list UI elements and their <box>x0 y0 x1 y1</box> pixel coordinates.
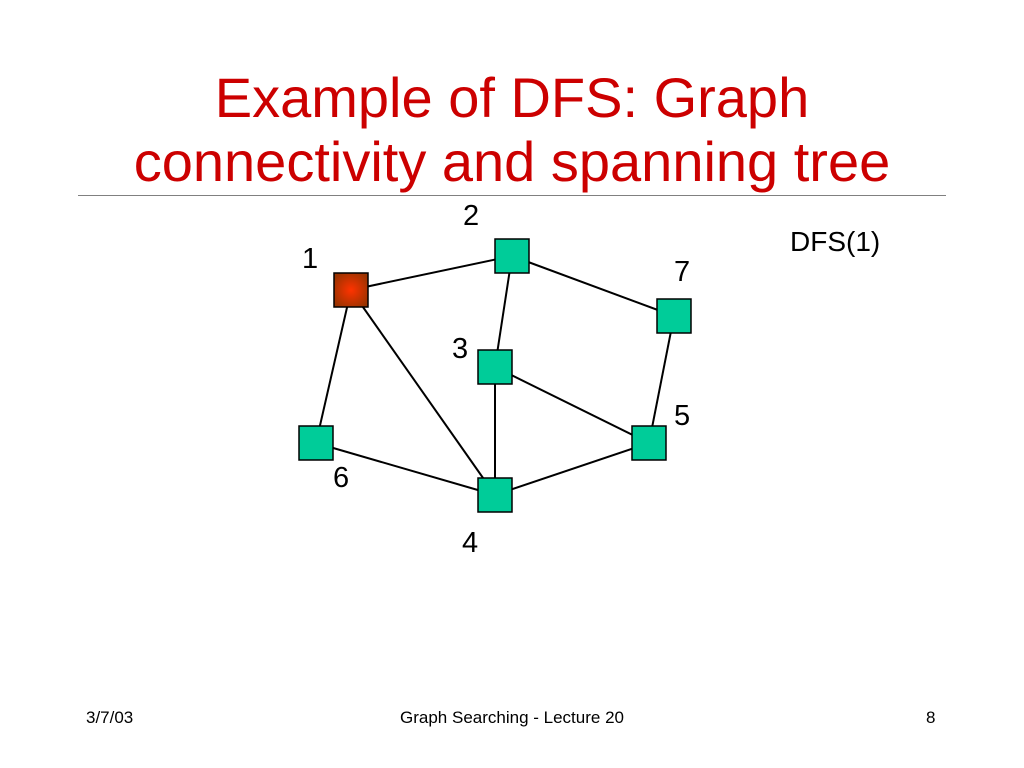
graph-node-1 <box>333 272 369 308</box>
graph-node-5 <box>631 425 667 461</box>
edge-2-7 <box>511 255 675 317</box>
node-label-1: 1 <box>302 243 319 275</box>
edge-2-3 <box>494 255 513 368</box>
edge-6-4 <box>315 442 496 496</box>
footer-title: Graph Searching - Lecture 20 <box>400 708 624 727</box>
graph-node-4 <box>477 477 513 513</box>
node-label-2: 2 <box>463 200 480 232</box>
edge-3-5 <box>494 366 650 444</box>
nodes <box>298 238 692 513</box>
footer-date: 3/7/03 <box>86 708 134 727</box>
slide-title: Example of DFS: Graph connectivity and s… <box>60 66 964 194</box>
graph-node-3 <box>477 349 513 385</box>
node-label-7: 7 <box>674 256 691 288</box>
dfs-call-label: DFS(1) <box>790 226 881 257</box>
node-label-3: 3 <box>452 333 469 365</box>
node-label-5: 5 <box>674 400 691 432</box>
graph-node-7 <box>656 298 692 334</box>
edge-1-6 <box>315 289 352 444</box>
footer-page-number: 8 <box>926 708 936 727</box>
graph-node-2 <box>494 238 530 274</box>
edge-7-5 <box>648 315 675 444</box>
edge-4-5 <box>494 442 650 496</box>
edge-1-2 <box>350 255 513 291</box>
edge-1-4 <box>350 289 496 496</box>
title-line-1: Example of DFS: Graph <box>214 66 810 129</box>
edges <box>315 255 675 496</box>
title-line-2: connectivity and spanning tree <box>133 130 891 193</box>
title-divider <box>78 195 946 196</box>
node-label-6: 6 <box>333 462 350 494</box>
node-label-4: 4 <box>462 527 479 559</box>
graph-node-6 <box>298 425 334 461</box>
